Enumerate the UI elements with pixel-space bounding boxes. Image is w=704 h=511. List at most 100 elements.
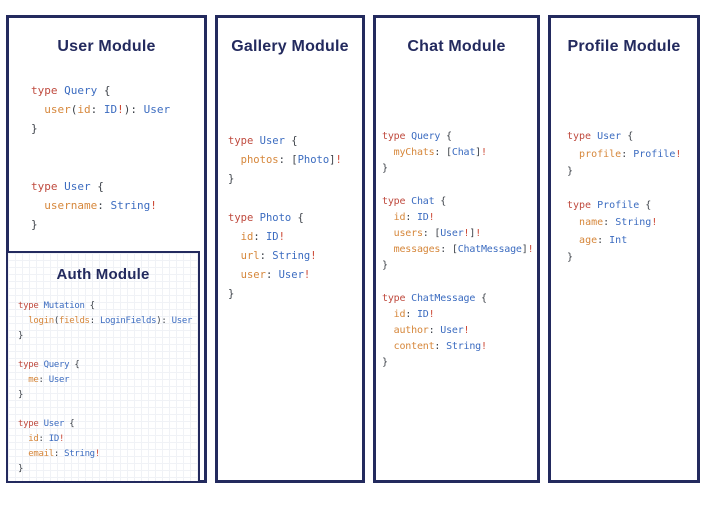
token-field: url — [240, 250, 260, 262]
token-punctuation: : — [253, 231, 266, 243]
code-line: profile: Profile! — [567, 146, 681, 164]
token-bang: ! — [481, 341, 487, 352]
token-type: User — [48, 375, 70, 385]
token-bang: ! — [94, 449, 100, 459]
code-block: type Chat { id: ID! users: [User!]! mess… — [382, 194, 534, 274]
token-punctuation: : [ — [278, 154, 298, 166]
token-punctuation — [382, 228, 394, 239]
token-type: Mutation — [43, 301, 85, 311]
token-field: content — [393, 341, 435, 352]
token-keyword: type — [31, 84, 58, 97]
token-punctuation: : — [434, 341, 447, 352]
code-block: type User { id: ID! email: String!} — [18, 417, 192, 477]
token-bang: ! — [117, 103, 124, 116]
token-keyword: type — [18, 419, 39, 429]
token-punctuation: } — [382, 357, 388, 368]
token-type: String — [110, 199, 151, 212]
code-block: type User { profile: Profile!} — [567, 128, 681, 181]
code-line: type User { — [228, 132, 342, 151]
token-punctuation: ] — [329, 154, 336, 166]
code-line: user: User! — [228, 266, 342, 285]
token-punctuation: : — [97, 199, 111, 212]
token-punctuation — [18, 316, 28, 326]
token-type: String — [446, 341, 481, 352]
code-block: type Profile { name: String! age: Int} — [567, 197, 681, 267]
token-bang: ! — [527, 244, 534, 255]
token-punctuation: : — [53, 449, 65, 459]
code-line: id: ID! — [382, 307, 533, 323]
token-field: user — [240, 269, 266, 281]
token-keyword: type — [567, 131, 592, 142]
module-title-user: User Module — [57, 38, 156, 55]
token-keyword: type — [18, 360, 39, 370]
token-type: Profile — [633, 148, 676, 160]
code-line: } — [18, 388, 192, 403]
token-punctuation — [382, 341, 394, 352]
code-line: type User { — [567, 128, 681, 146]
token-type: User — [143, 103, 171, 116]
token-type: String — [615, 217, 652, 228]
token-punctuation: ] — [521, 244, 528, 255]
token-punctuation: : — [405, 212, 417, 223]
token-punctuation — [567, 217, 579, 228]
token-punctuation: { — [97, 84, 111, 97]
token-type: ChatMessage — [411, 293, 476, 304]
token-bang: ! — [428, 212, 435, 223]
code-line: type User { — [31, 177, 170, 196]
token-punctuation: : — [38, 375, 49, 385]
token-punctuation: } — [18, 331, 24, 341]
token-punctuation — [567, 149, 579, 160]
token-field: id — [240, 231, 254, 243]
token-punctuation — [382, 309, 394, 320]
token-keyword: type — [18, 301, 39, 311]
token-type: ID — [48, 434, 60, 444]
token-type: User — [43, 419, 65, 429]
token-field: myChats — [393, 147, 435, 158]
token-punctuation: } — [382, 163, 388, 174]
token-punctuation: : [ — [440, 244, 458, 255]
module-title-auth: Auth Module — [56, 266, 150, 283]
code-line: type ChatMessage { — [382, 291, 533, 307]
token-punctuation: : — [603, 217, 616, 228]
token-type: Chat — [411, 196, 435, 207]
token-punctuation: : — [621, 148, 634, 160]
token-bang: ! — [463, 325, 470, 336]
token-bang: ! — [303, 269, 311, 281]
module-title-profile: Profile Module — [567, 38, 681, 55]
token-type: User — [171, 316, 193, 326]
code-line: login(fields: LoginFields): User — [18, 314, 192, 329]
token-bang: ! — [481, 147, 487, 158]
token-field: user — [44, 103, 71, 116]
token-punctuation: { — [475, 293, 487, 304]
code-line: id: ID! — [228, 228, 342, 247]
token-type: ChatMessage — [457, 244, 522, 255]
code-line: } — [567, 249, 681, 267]
module-card-auth: Auth Module type Mutation { login(fields… — [6, 251, 200, 483]
token-bang: ! — [475, 228, 482, 239]
token-type: User — [259, 135, 285, 147]
token-type: ID — [416, 212, 429, 223]
token-punctuation — [228, 250, 241, 262]
token-punctuation: } — [18, 464, 24, 474]
code-user: type Query { user(id: ID!): User}type Us… — [31, 81, 170, 273]
token-punctuation: : [ — [434, 147, 452, 158]
token-punctuation — [228, 154, 241, 166]
token-type: Chat — [451, 147, 476, 158]
code-line: type Query { — [18, 358, 192, 373]
token-keyword: type — [382, 131, 406, 142]
token-field: fields — [58, 316, 90, 326]
token-type: Photo — [297, 154, 330, 166]
token-bang: ! — [59, 434, 65, 444]
code-line: messages: [ChatMessage]! — [382, 242, 534, 258]
code-line: } — [18, 462, 192, 477]
token-field: photos — [240, 154, 279, 166]
token-punctuation: } — [18, 390, 24, 400]
token-field: id — [393, 212, 406, 223]
code-line: id: ID! — [18, 432, 192, 447]
token-bang: ! — [463, 228, 470, 239]
token-keyword: type — [567, 199, 592, 211]
token-punctuation: } — [31, 218, 38, 231]
module-card-user: User Module type Query { user(id: ID!): … — [6, 15, 207, 483]
token-punctuation: { — [434, 196, 447, 207]
token-field: messages — [393, 244, 441, 255]
